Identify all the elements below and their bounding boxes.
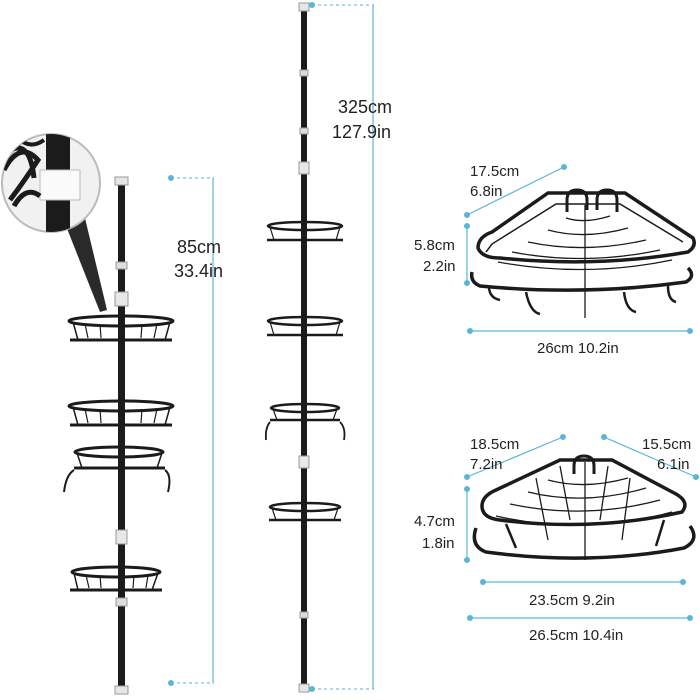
pole-clip [298, 455, 310, 469]
top-basket-depth-in: 6.8in [470, 183, 503, 200]
pole-top-cap [114, 176, 129, 186]
bottom-basket-height-cm: 4.7cm [414, 513, 455, 530]
short-pole-basket-2 [67, 399, 175, 427]
pole-joint [299, 611, 309, 619]
short-pole-basket-1 [67, 314, 175, 342]
bottom-basket-inner-width: 23.5cm 9.2in [529, 592, 615, 609]
top-basket-depth-cm: 17.5cm [470, 163, 520, 180]
top-basket-height-cm: 5.8cm [414, 237, 455, 254]
tall-pole-top-cap [298, 2, 310, 12]
tall-pole-basket-1 [266, 220, 344, 242]
tall-pole-height-guide [309, 2, 374, 692]
tall-pole-height-cm: 325cm [338, 97, 393, 117]
pole-clip [298, 161, 310, 175]
bottom-basket-guides [464, 434, 699, 621]
pole-joint [299, 69, 309, 77]
short-pole-assembly [63, 176, 175, 695]
short-pole-basket-4 [70, 565, 162, 592]
top-basket-height-in: 2.2in [423, 258, 456, 275]
tall-pole-height-in: 127.9in [332, 122, 392, 142]
bottom-basket-detail [472, 454, 696, 560]
bottom-basket-outer-width: 26.5cm 10.4in [529, 627, 624, 644]
pole-clip [115, 529, 128, 545]
detail-zoom-callout [1, 133, 107, 312]
short-pole-height-guide [168, 175, 214, 686]
short-pole-height-in: 33.4in [174, 261, 224, 281]
bottom-basket-right-cm: 15.5cm [642, 436, 692, 453]
short-pole [118, 182, 125, 690]
top-basket-detail [469, 188, 696, 318]
tall-pole-basket-3 [264, 402, 346, 441]
bottom-basket-left-cm: 18.5cm [470, 436, 520, 453]
tall-pole-bottom-cap [298, 683, 310, 693]
tall-pole [301, 8, 307, 688]
pole-clip [114, 291, 129, 307]
pole-joint [115, 261, 128, 270]
pole-bottom-cap [114, 685, 129, 695]
bottom-basket-height-in: 1.8in [422, 535, 455, 552]
pole-joint [299, 127, 309, 135]
tall-pole-basket-4 [268, 501, 342, 522]
top-basket-guides [464, 164, 693, 334]
bottom-basket-right-in: 6.1in [657, 456, 690, 473]
pole-joint [115, 597, 128, 607]
short-pole-basket-3 [63, 445, 171, 493]
tall-pole-basket-2 [266, 315, 344, 337]
tall-pole-assembly [264, 2, 346, 693]
bottom-basket-left-in: 7.2in [470, 456, 503, 473]
short-pole-height-cm: 85cm [177, 237, 222, 257]
top-basket-width: 26cm 10.2in [537, 340, 619, 357]
